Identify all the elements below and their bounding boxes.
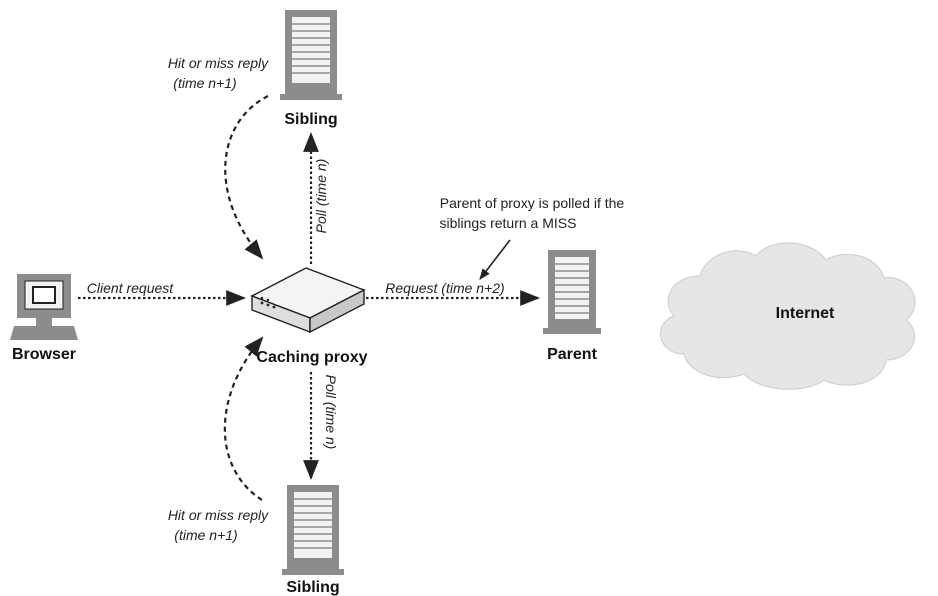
- parent-node: Parent: [543, 250, 601, 363]
- caching-proxy-node: Caching proxy: [250, 267, 368, 366]
- browser-label: Browser: [12, 346, 76, 363]
- sibling-bottom-label: Sibling: [286, 579, 339, 596]
- sibling-top-node: Sibling: [280, 10, 342, 128]
- server-icon: [543, 250, 601, 334]
- reply-top-label-line2: (time n+1): [173, 75, 236, 91]
- caching-proxy-label: Caching proxy: [256, 349, 367, 366]
- computer-icon: [10, 274, 78, 340]
- internet-label: Internet: [776, 305, 835, 322]
- parent-label: Parent: [547, 346, 597, 363]
- client-request-label: Client request: [87, 280, 174, 296]
- annotation-pointer-arrow: [479, 239, 511, 280]
- cloud-icon: [659, 242, 916, 390]
- proxy-box-icon: [250, 267, 366, 334]
- parent-poll-note-line1: Parent of proxy is polled if the: [440, 195, 625, 211]
- sibling-bottom-node: Sibling: [282, 485, 344, 596]
- request-parent-label: Request (time n+2): [385, 280, 504, 296]
- reply-top-arrow: [224, 95, 269, 260]
- server-icon: [282, 485, 344, 575]
- parent-poll-note-line2: siblings return a MISS: [440, 215, 577, 231]
- reply-bottom-label-line1: Hit or miss reply: [168, 507, 269, 523]
- browser-node: Browser: [10, 274, 78, 363]
- internet-cloud: Internet: [659, 242, 916, 390]
- sibling-top-label: Sibling: [284, 111, 337, 128]
- reply-top-label-line1: Hit or miss reply: [168, 55, 269, 71]
- server-icon: [280, 10, 342, 100]
- reply-bottom-label-line2: (time n+1): [174, 527, 237, 543]
- poll-top-label: Poll (time n): [313, 159, 329, 234]
- poll-bottom-label: Poll (time n): [323, 375, 339, 450]
- reply-bottom-arrow: [223, 336, 264, 501]
